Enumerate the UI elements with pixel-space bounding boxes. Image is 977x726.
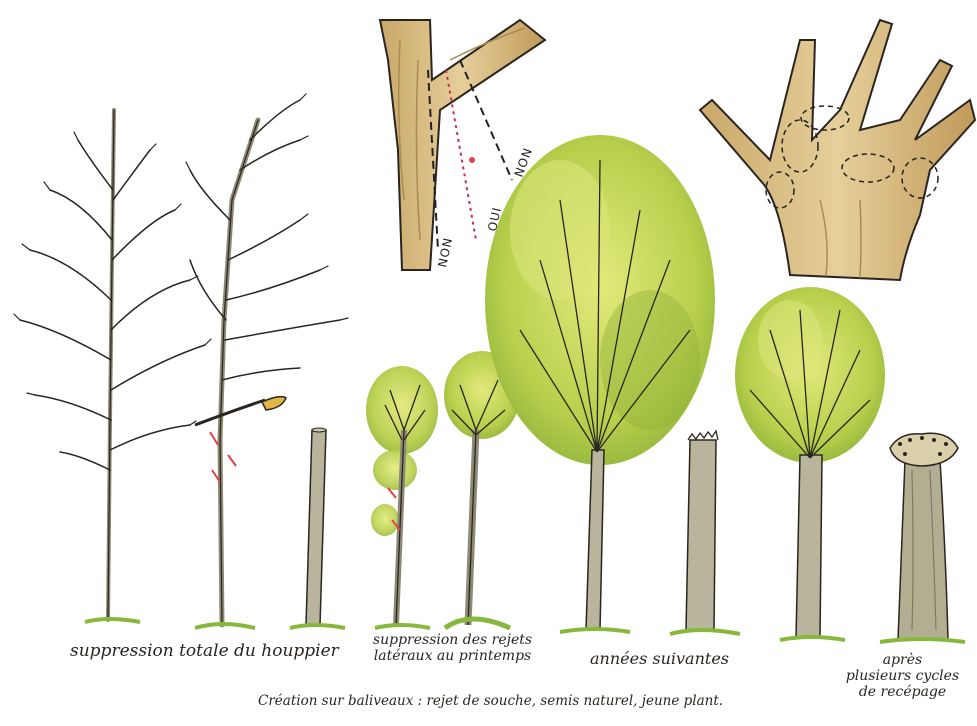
caption-step3: années suivantes xyxy=(590,650,729,668)
caption-step2: suppression des rejets latéraux au print… xyxy=(370,632,535,664)
caption-step2-line2: latéraux au printemps xyxy=(370,648,535,664)
tree-shoots-with-laterals xyxy=(366,366,438,625)
caption-step4-line3: de recépage xyxy=(835,684,970,700)
tree-pollard-crown xyxy=(735,287,885,638)
caption-step2-line1: suppression des rejets xyxy=(370,632,535,648)
trunk-pollarded-second xyxy=(686,431,718,630)
caption-step1: suppression totale du houppier xyxy=(70,642,339,662)
pruning-saw-icon xyxy=(195,397,286,425)
caption-step4-line1: après xyxy=(835,652,970,668)
tree-being-cut xyxy=(186,94,348,625)
tree-years-later xyxy=(485,135,715,630)
trunk-old-pollard xyxy=(890,433,958,640)
footer-caption: Création sur baliveaux : rejet de souche… xyxy=(258,694,723,710)
caption-step4-line2: plusieurs cycles xyxy=(835,668,970,684)
cut-marks-red xyxy=(210,432,236,482)
caption-step4: après plusieurs cycles de recépage xyxy=(835,652,970,700)
pollard-head-detail xyxy=(700,20,975,280)
tree-bare-full xyxy=(14,110,211,620)
trunk-pollarded-bare xyxy=(306,428,326,625)
